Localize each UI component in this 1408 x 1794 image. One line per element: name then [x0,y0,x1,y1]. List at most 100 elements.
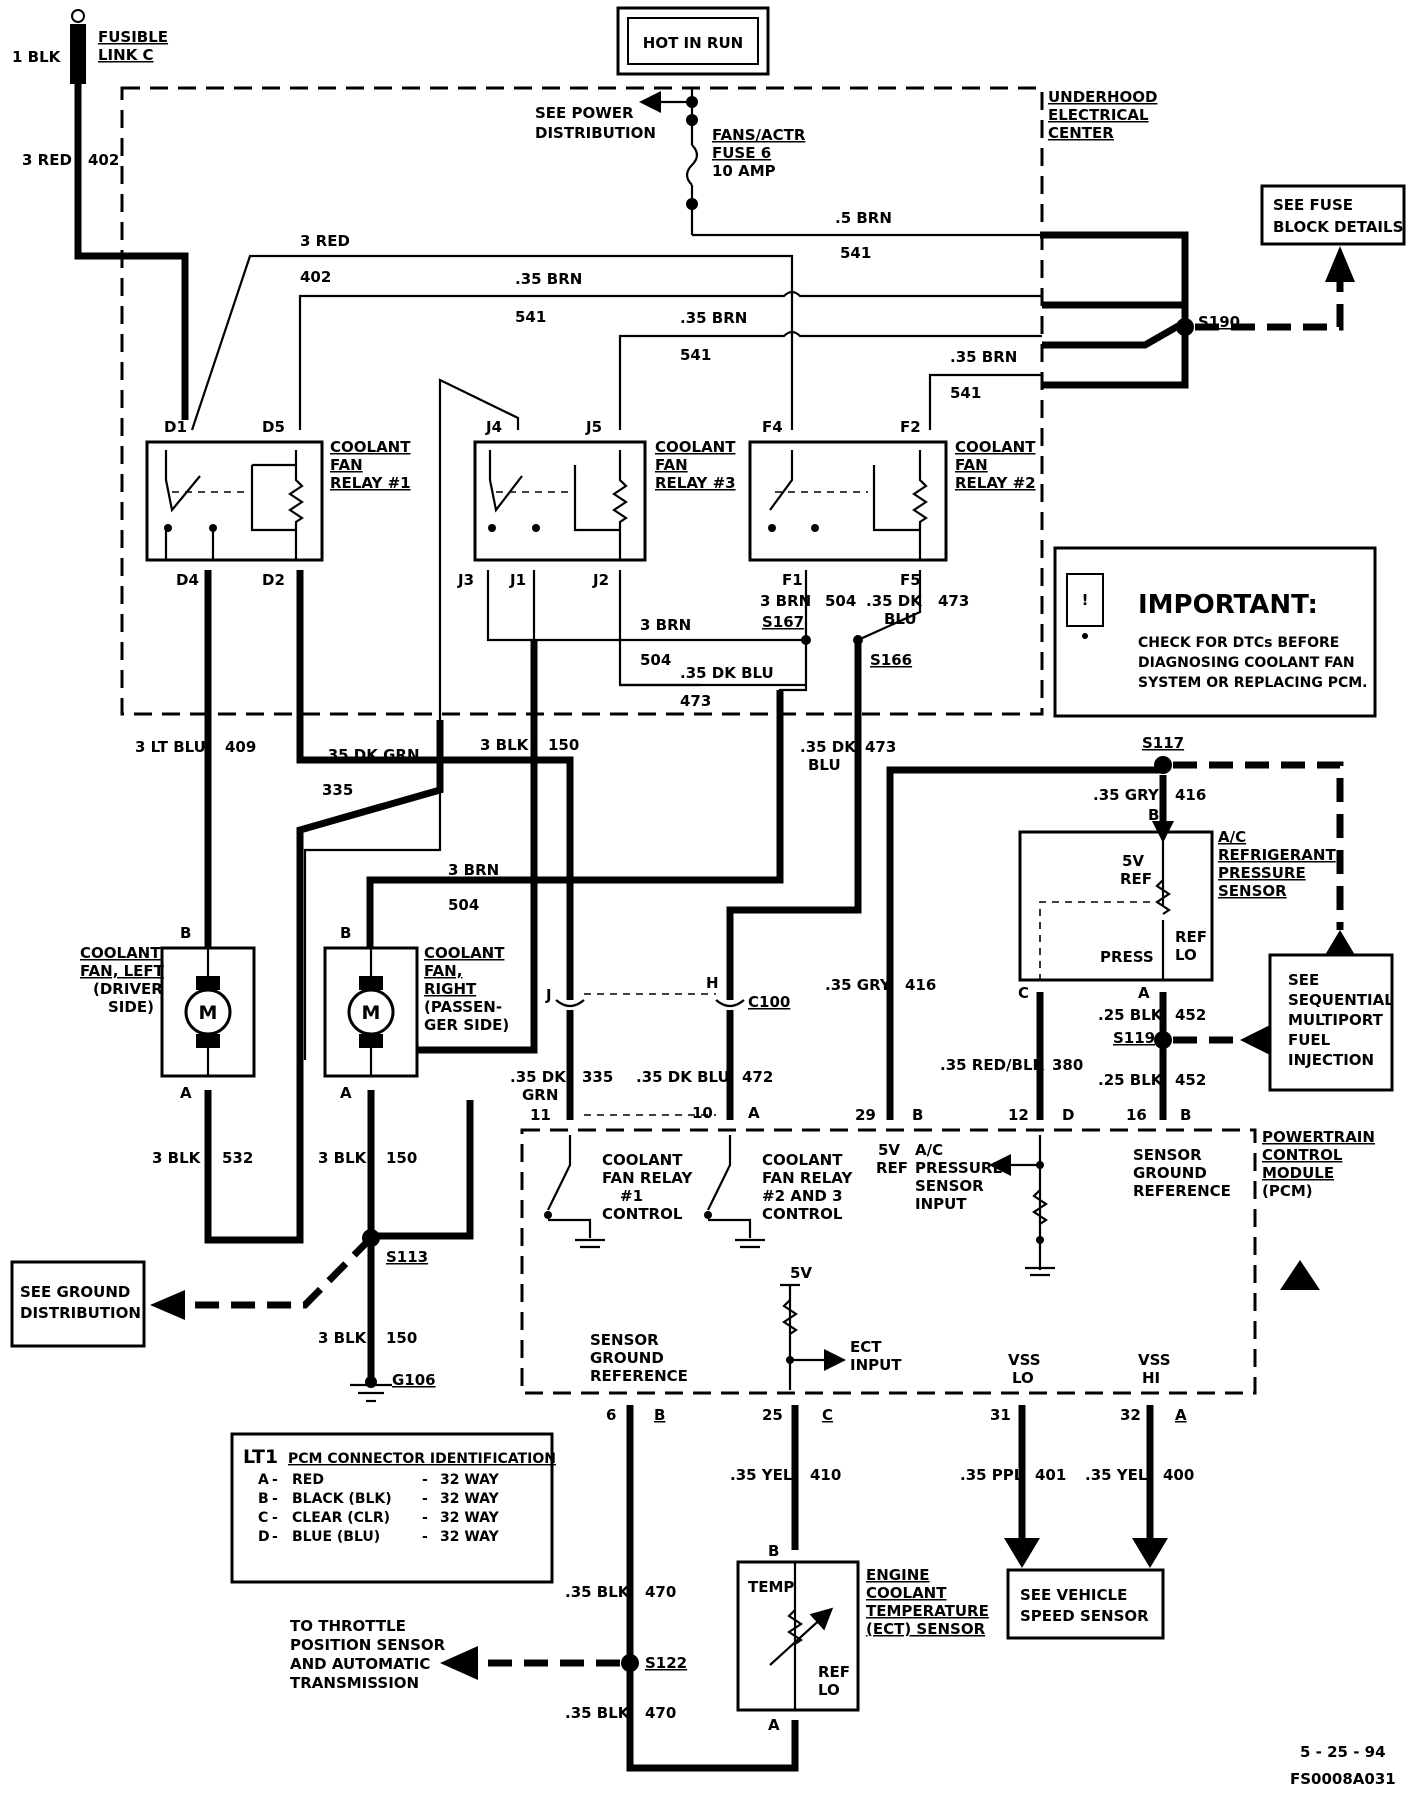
svg-text:#2 AND 3: #2 AND 3 [762,1187,843,1205]
svg-text:B: B [180,924,191,942]
svg-text:PRESSURE: PRESSURE [1218,864,1306,882]
splice-s119 [1154,1031,1172,1049]
svg-text:.35 GRY: .35 GRY [1093,786,1160,804]
svg-text:3 BRN: 3 BRN [448,861,499,879]
svg-text:CONTROL: CONTROL [762,1205,843,1223]
svg-text:.35 GRY: .35 GRY [825,976,892,994]
circuit-402: 402 [88,151,119,169]
see-ground-distribution-box [10,1260,146,1348]
svg-text:25: 25 [762,1406,783,1424]
pcm-boundary [520,1128,1257,1395]
svg-text:!: ! [1082,591,1089,609]
svg-text:FAN RELAY: FAN RELAY [762,1169,853,1187]
svg-text:416: 416 [1175,786,1206,804]
svg-text:GER SIDE): GER SIDE) [424,1016,509,1034]
svg-text:BLU: BLU [884,610,917,628]
svg-text:S166: S166 [870,651,912,669]
svg-text:A: A [180,1084,192,1102]
svg-text:.35 RED/BLK: .35 RED/BLK [940,1056,1046,1074]
svg-text:C: C [1018,984,1029,1002]
svg-text:SYSTEM OR REPLACING PCM.: SYSTEM OR REPLACING PCM. [1138,675,1368,691]
pcm-connector-identification: LT1 PCM CONNECTOR IDENTIFICATION A - RED… [230,1432,556,1584]
svg-text:COOLANT: COOLANT [602,1151,683,1169]
svg-text:401: 401 [1035,1466,1066,1484]
svg-text:FAN: FAN [955,456,988,474]
svg-text:.35 YEL: .35 YEL [1085,1466,1148,1484]
svg-text:(DRIVER: (DRIVER [93,980,163,998]
splice-s122 [621,1654,639,1672]
svg-text:LO: LO [1012,1369,1034,1387]
svg-text:TO THROTTLE: TO THROTTLE [290,1617,406,1635]
svg-text:CONTROL: CONTROL [602,1205,683,1223]
svg-text:.35 DK: .35 DK [800,738,857,756]
svg-text:31: 31 [990,1406,1011,1424]
svg-text:B: B [1148,806,1159,824]
svg-text:J1: J1 [509,571,526,589]
svg-text:B: B [258,1491,269,1507]
svg-text:.25 BLK: .25 BLK [1098,1071,1164,1089]
connector-row: A - RED - 32 WAY [258,1472,500,1488]
svg-text:541: 541 [950,384,981,402]
svg-text:541: 541 [840,244,871,262]
svg-text:470: 470 [645,1583,676,1601]
svg-text:470: 470 [645,1704,676,1722]
wire-402-feed [74,84,189,420]
svg-text:3 RED: 3 RED [300,232,350,250]
svg-text:SENSOR: SENSOR [915,1177,984,1195]
svg-text:D4: D4 [176,571,199,589]
svg-text:SEE GROUND: SEE GROUND [20,1283,130,1301]
svg-text:J4: J4 [485,418,502,436]
svg-text:COOLANT: COOLANT [424,944,505,962]
wire-402-relay-feed [190,254,794,431]
svg-text:416: 416 [905,976,936,994]
underhood-line1: UNDERHOOD [1048,88,1158,106]
svg-text:3 BRN: 3 BRN [640,616,691,634]
see-power-1: SEE POWER [535,104,634,122]
svg-text:3 BLK: 3 BLK [152,1149,202,1167]
underhood-electrical-center-boundary [120,86,1044,716]
svg-text:.35 BRN: .35 BRN [950,348,1017,366]
svg-text:J3: J3 [457,571,474,589]
svg-text:LT1: LT1 [243,1446,278,1468]
svg-text:S117: S117 [1142,734,1184,752]
svg-text:D5: D5 [262,418,285,436]
svg-text:B: B [1180,1106,1191,1124]
svg-text:335: 335 [322,781,353,799]
svg-text:SENSOR: SENSOR [590,1331,659,1349]
coolant-fan-right: M B A COOLANT FAN, RIGHT (PASSEN- GER SI… [323,924,509,1102]
svg-text:G106: G106 [392,1371,436,1389]
svg-text:32 WAY: 32 WAY [440,1491,500,1507]
svg-text:S119: S119 [1113,1029,1155,1047]
svg-text:BLACK (BLK): BLACK (BLK) [292,1491,392,1507]
splice-s117 [1154,756,1172,774]
svg-text:ENGINE: ENGINE [866,1566,930,1584]
svg-text:SEE VEHICLE: SEE VEHICLE [1020,1586,1127,1604]
svg-text:REF: REF [818,1663,850,1681]
svg-text:6: 6 [606,1406,616,1424]
svg-text:32: 32 [1120,1406,1141,1424]
svg-text:COOLANT: COOLANT [330,438,411,456]
svg-text:FAN: FAN [655,456,688,474]
svg-text:.35 DK BLU: .35 DK BLU [680,664,774,682]
svg-text:CHECK FOR DTCs BEFORE: CHECK FOR DTCs BEFORE [1138,635,1339,651]
svg-text:29: 29 [855,1106,876,1124]
svg-text:A: A [748,1104,760,1122]
wire-1blk: 1 BLK [12,48,62,66]
svg-text:.35 DK: .35 DK [866,592,923,610]
fusible-link-name-1: FUSIBLE [98,28,168,46]
svg-text:380: 380 [1052,1056,1083,1074]
svg-text:-: - [422,1510,428,1526]
ground-g106: G106 [350,1371,436,1403]
ac-refrigerant-pressure-sensor: B C A 5V REF PRESS REF LO A/C REFRIGERAN… [1018,806,1336,1002]
svg-text:FAN,: FAN, [424,962,462,980]
svg-text:CLEAR (CLR): CLEAR (CLR) [292,1510,390,1526]
svg-text:.25 BLK: .25 BLK [1098,1006,1164,1024]
svg-text:FAN: FAN [330,456,363,474]
svg-text:B: B [912,1106,923,1124]
svg-text:VSS: VSS [1008,1351,1041,1369]
svg-text:SEE: SEE [1288,971,1319,989]
svg-text:D: D [258,1529,270,1545]
svg-text:REFRIGERANT: REFRIGERANT [1218,846,1336,864]
